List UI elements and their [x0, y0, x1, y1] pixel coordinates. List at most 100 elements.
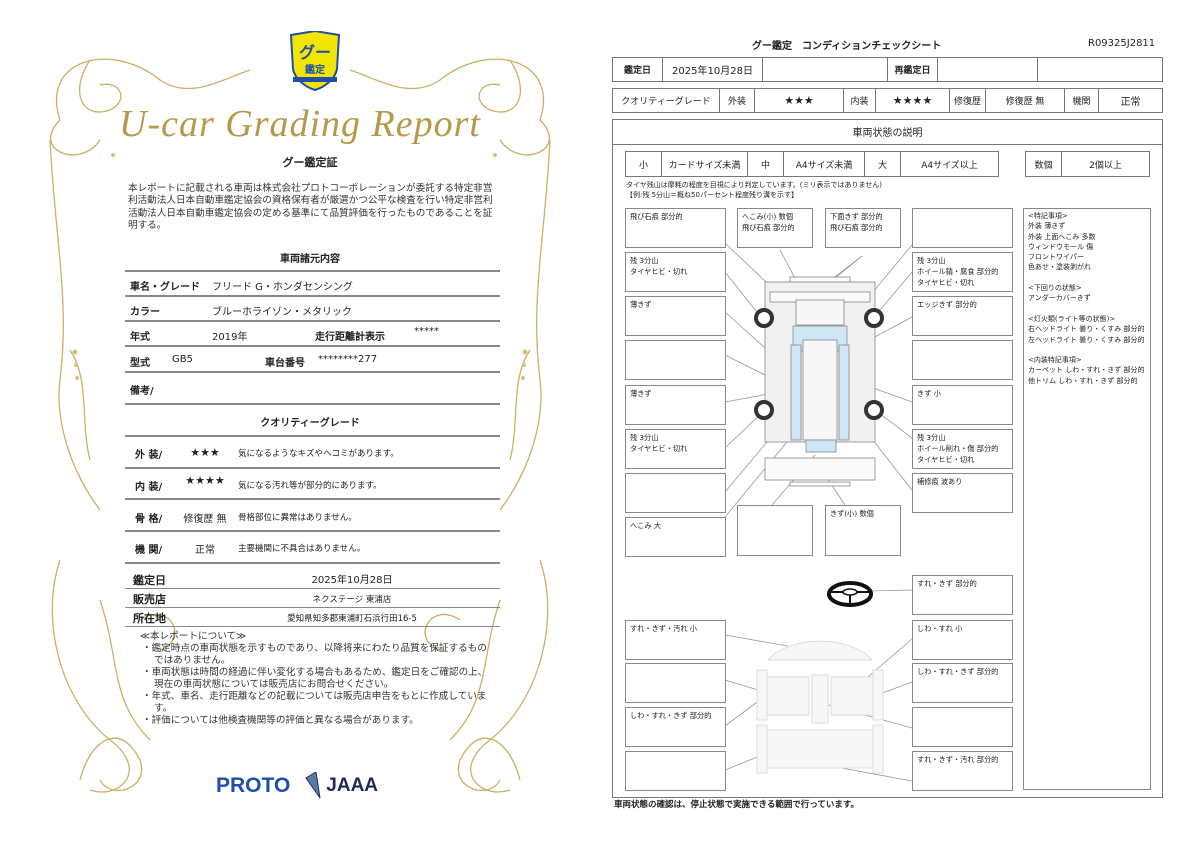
divider: [125, 403, 500, 405]
odometer-label: 走行距離計表示: [315, 332, 385, 343]
year-value: 2019年: [212, 332, 248, 343]
odometer-value: *****: [414, 326, 439, 337]
exterior-condition-box: [737, 505, 813, 556]
color-value: ブルーホライゾン・メタリック: [212, 307, 352, 318]
grade-label: 骨 格/: [135, 514, 163, 525]
interior-condition-box: しわ・すれ・きず 部分的: [625, 707, 726, 747]
ext-label: 外装: [719, 88, 755, 113]
dealer-label: 販売店: [133, 593, 166, 606]
divider: [125, 270, 500, 272]
size-large: 大: [864, 151, 901, 177]
tire-note-example: 【例:残 5分山＝概ね50パーセント程度残り溝を示す】: [626, 191, 798, 199]
grade-label: 外 装/: [135, 450, 163, 461]
jaaa-logo: JAAA: [326, 775, 379, 796]
divider: [125, 320, 500, 322]
divider: [125, 371, 500, 373]
address-value: 愛知県知多郡東浦町石浜行田16-5: [287, 614, 417, 624]
size-small-desc: カードサイズ未満: [661, 151, 748, 177]
certificate-statement: 本レポートに記載される車両は株式会社プロトコーポレーションが委託する特定非営利活…: [128, 183, 493, 231]
about-section: ≪本レポートについて≫ ・鑑定時点の車両状態を示すものであり、以降将来にわたり品…: [140, 631, 495, 727]
divider: [125, 435, 500, 437]
tire-icons: [754, 308, 884, 420]
divider: [125, 345, 500, 347]
exterior-condition-box: きず 小: [912, 385, 1013, 425]
about-item: ・鑑定時点の車両状態を示すものであり、以降将来にわたり品質を保証するものではあり…: [142, 643, 487, 666]
steering-wheel-icon: [827, 581, 873, 607]
special-notes: <特記事項> 外装 薄きず 外装 上面へこみ 多数 ウィンドウモール 傷 フロン…: [1023, 208, 1151, 790]
divider: [125, 626, 500, 627]
exterior-condition-box: 飛び石痕 部分的: [625, 208, 726, 248]
exterior-condition-box: 下面きず 部分的 飛び石痕 部分的: [825, 208, 901, 248]
exterior-condition-box: 補修痕 波あり: [912, 473, 1013, 513]
empty-cell: [762, 57, 888, 82]
interior-condition-box: すれ・きず 部分的: [912, 575, 1013, 615]
dealer-value: ネクステージ 東浦店: [312, 595, 392, 605]
re-date-value: [937, 57, 1038, 82]
divider: [125, 467, 500, 469]
int-stars: ★★★★: [875, 88, 950, 113]
car-top-view: [764, 276, 876, 487]
grade-description: 気になるようなキズやヘコミがあります。: [238, 449, 399, 459]
divider: [125, 607, 500, 608]
grade-value: ★★★: [190, 446, 220, 459]
footer-logos: PROTO JAAA: [216, 772, 378, 800]
svg-text:グー: グー: [299, 43, 331, 62]
repair-label: 修復歴: [949, 88, 986, 113]
grade-description: 気になる汚れ等が部分的にあります。: [238, 481, 382, 491]
report-title: U-car Grading Report: [119, 103, 481, 145]
interior-condition-box: しわ・すれ 小: [912, 620, 1013, 660]
exterior-condition-box: 薄きず: [625, 296, 726, 336]
exterior-condition-box: きず(小) 数個: [825, 505, 901, 556]
interior-condition-box: [625, 663, 726, 703]
goo-kantei-badge-logo: グー 鑑定: [289, 31, 341, 91]
exterior-condition-box: 残 3分山 タイヤヒビ・切れ: [625, 252, 726, 292]
chassis-value: ********277: [318, 354, 378, 365]
engine-label: 機関: [1064, 88, 1099, 113]
exterior-condition-box: [625, 473, 726, 513]
car-interior-view: [756, 640, 884, 774]
divider: [125, 295, 500, 297]
date-value: 2025年10月28日: [311, 575, 393, 586]
several-desc: 2個以上: [1061, 151, 1150, 177]
about-heading: ≪本レポートについて≫: [140, 631, 247, 642]
spec-heading: 車両諸元内容: [280, 254, 340, 265]
size-medium-desc: A4サイズ未満: [783, 151, 865, 177]
engine-value: 正常: [1098, 88, 1163, 113]
re-date-label: 再鑑定日: [887, 57, 938, 82]
about-item: ・評価については他検査機関等の評価と異なる場合があります。: [142, 715, 419, 726]
date-label: 鑑定日: [133, 574, 166, 587]
size-small: 小: [625, 151, 662, 177]
size-large-desc: A4サイズ以上: [900, 151, 999, 177]
about-item: ・年式、車名、走行距離などの記載については販売店申告をもとに作成しています。: [142, 691, 487, 714]
interior-condition-box: しわ・すれ・きず 部分的: [912, 663, 1013, 703]
interior-condition-box: [625, 751, 726, 791]
divider: [125, 588, 500, 589]
car-name-value: フリード G・ホンダセンシング: [212, 282, 353, 293]
exterior-condition-box: [912, 208, 1013, 248]
sheet-footer: 車両状態の確認は、停止状態で実施できる範囲で行っています。: [614, 800, 860, 810]
certificate-heading: グー鑑定証: [282, 156, 338, 169]
model-label: 型式: [130, 358, 150, 369]
grade-value: ★★★★: [185, 474, 225, 487]
color-label: カラー: [130, 307, 160, 318]
exterior-condition-box: [625, 340, 726, 380]
about-item: ・車両状態は時間の経過に伴い変化する場合もあるため、鑑定日をご確認の上、現在の車…: [142, 667, 488, 690]
report-id: R09325J2811: [1088, 38, 1156, 49]
int-label: 内装: [843, 88, 876, 113]
grade-row-label: クオリティーグレード: [612, 88, 720, 113]
grade-description: 骨格部位に異常はありません。: [238, 513, 357, 523]
grade-description: 主要機関に不具合はありません。: [238, 544, 366, 554]
interior-condition-box: [912, 707, 1013, 747]
grade-heading: クオリティーグレード: [260, 418, 360, 429]
year-label: 年式: [130, 332, 150, 343]
grade-label: 機 関/: [135, 545, 163, 556]
car-name-label: 車名・グレード: [130, 282, 200, 293]
grade-value: 修復歴 無: [183, 514, 227, 525]
tire-note: タイヤ残山は摩耗の程度を目視により判定しています。(ミリ表示ではありません): [626, 181, 882, 189]
remarks-label: 備考/: [130, 386, 154, 397]
exterior-condition-box: [912, 340, 1013, 380]
exterior-condition-box: 残 3分山 ホイール削れ・傷 部分的 タイヤヒビ・切れ: [912, 429, 1013, 469]
proto-logo: PROTO: [216, 774, 291, 797]
exterior-condition-box: 薄きず: [625, 385, 726, 425]
